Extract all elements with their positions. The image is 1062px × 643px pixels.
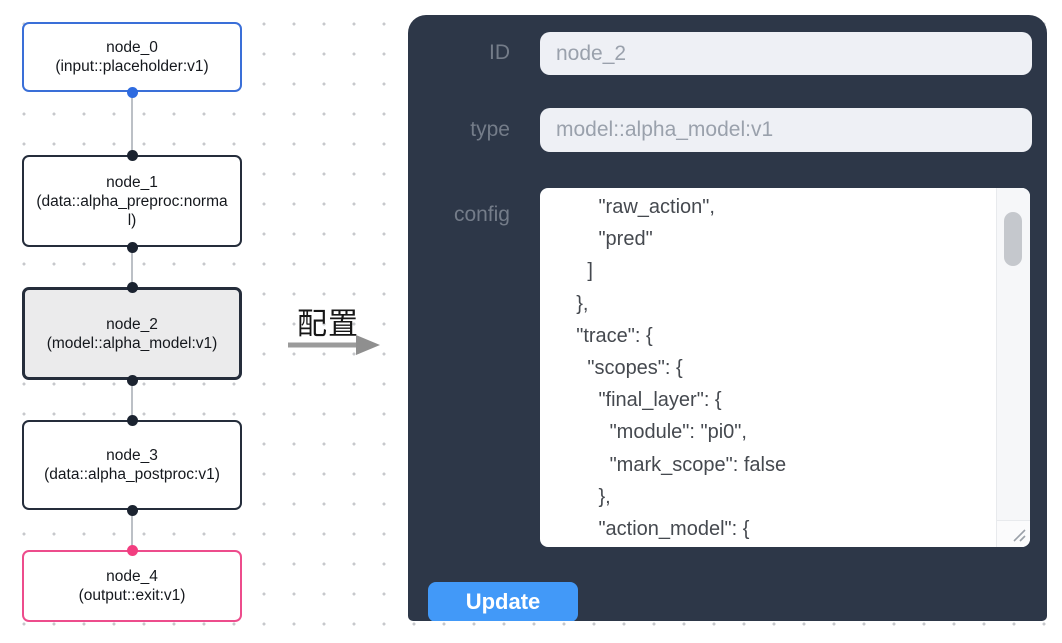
node-subtitle: (model::alpha_model:v1)	[46, 334, 218, 352]
port-in-node_3[interactable]	[127, 415, 138, 426]
config-textarea[interactable]: "raw_action", "pred" ] }, "trace": { "sc…	[540, 188, 1030, 547]
config-scrollbar-thumb[interactable]	[1004, 212, 1022, 266]
type-field-label: type	[470, 118, 510, 141]
node-subtitle: (input::placeholder:v1)	[55, 58, 209, 75]
id-field-label: ID	[489, 41, 510, 64]
node-title: node_1	[106, 173, 158, 191]
port-out-node_1[interactable]	[127, 242, 138, 253]
flow-node-node_2[interactable]: node_2 (model::alpha_model:v1)	[22, 287, 242, 380]
edge-node0-node1[interactable]	[131, 92, 133, 155]
node-title: node_0	[106, 39, 158, 56]
node-title: node_2	[106, 315, 158, 333]
node-title: node_3	[106, 447, 158, 464]
id-input[interactable]	[540, 32, 1032, 75]
edge-node2-node3[interactable]	[131, 380, 133, 420]
port-in-node_1[interactable]	[127, 150, 138, 161]
port-in-node_4[interactable]	[127, 545, 138, 556]
port-out-node_3[interactable]	[127, 505, 138, 516]
resize-handle-icon[interactable]	[1011, 527, 1027, 543]
config-field-label: config	[453, 203, 510, 226]
config-json-content[interactable]: "raw_action", "pred" ] }, "trace": { "sc…	[576, 196, 787, 541]
configure-annotation: 配置	[297, 308, 359, 341]
update-button[interactable]: Update	[428, 582, 578, 621]
node-title: node_4	[106, 568, 158, 585]
config-scrollbar-corner	[996, 520, 1030, 547]
port-in-node_2[interactable]	[127, 282, 138, 293]
type-input[interactable]	[540, 108, 1032, 152]
node-subtitle: (data::alpha_preproc:normal)	[36, 192, 228, 229]
flow-node-node_1[interactable]: node_1 (data::alpha_preproc:normal)	[22, 155, 242, 247]
flow-node-node_4[interactable]: node_4 (output::exit:v1)	[22, 550, 242, 622]
port-out-node_0[interactable]	[127, 87, 138, 98]
node-inspector-panel: ID type config "raw_action", "pred" ] },…	[408, 15, 1047, 621]
node-subtitle: (data::alpha_postproc:v1)	[44, 466, 220, 483]
edge-node3-node4[interactable]	[131, 510, 133, 550]
config-scrollbar-track[interactable]	[996, 188, 1030, 520]
flow-node-node_3[interactable]: node_3 (data::alpha_postproc:v1)	[22, 420, 242, 510]
flow-node-node_0[interactable]: node_0 (input::placeholder:v1)	[22, 22, 242, 92]
edge-node1-node2[interactable]	[131, 247, 133, 287]
right-arrow-icon	[288, 335, 380, 355]
port-out-node_2[interactable]	[127, 375, 138, 386]
node-subtitle: (output::exit:v1)	[78, 587, 186, 604]
